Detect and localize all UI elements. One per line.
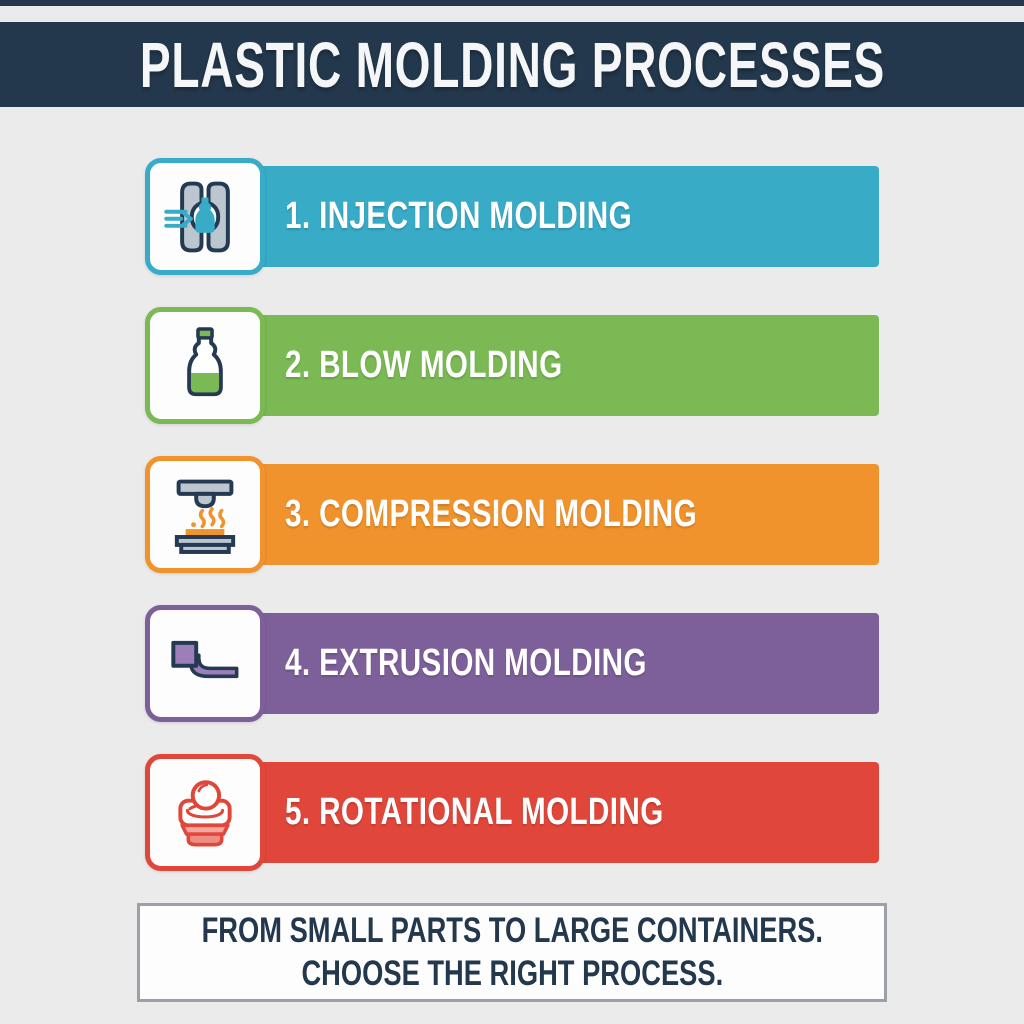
- extrusion-die-icon: [145, 605, 265, 722]
- process-row-extrusion: 4. EXTRUSION MOLDING: [145, 605, 879, 722]
- process-list: 1. INJECTION MOLDING 2. BLOW MOLDING: [0, 158, 1024, 871]
- process-bar: 1. INJECTION MOLDING: [251, 166, 879, 267]
- footer-line-1: FROM SMALL PARTS TO LARGE CONTAINERS.: [201, 910, 823, 950]
- footer-note: FROM SMALL PARTS TO LARGE CONTAINERS. CH…: [137, 903, 887, 1002]
- process-row-blow: 2. BLOW MOLDING: [145, 307, 879, 424]
- process-label: 3. COMPRESSION MOLDING: [285, 493, 698, 535]
- injection-molding-icon: [145, 158, 265, 275]
- top-accent-strip: [0, 0, 1024, 6]
- page-title: PLASTIC MOLDING PROCESSES: [139, 28, 885, 101]
- process-row-compression: 3. COMPRESSION MOLDING: [145, 456, 879, 573]
- header-banner: PLASTIC MOLDING PROCESSES: [0, 22, 1024, 107]
- process-label: 5. ROTATIONAL MOLDING: [285, 791, 664, 833]
- footer-line-2: CHOOSE THE RIGHT PROCESS.: [301, 953, 723, 993]
- process-row-injection: 1. INJECTION MOLDING: [145, 158, 879, 275]
- process-bar: 2. BLOW MOLDING: [251, 315, 879, 416]
- rotational-molding-icon: [145, 754, 265, 871]
- process-label: 4. EXTRUSION MOLDING: [285, 642, 647, 684]
- blow-molding-bottle-icon: [145, 307, 265, 424]
- process-label: 1. INJECTION MOLDING: [285, 195, 633, 237]
- process-label: 2. BLOW MOLDING: [285, 344, 563, 386]
- process-row-rotational: 5. ROTATIONAL MOLDING: [145, 754, 879, 871]
- process-bar: 5. ROTATIONAL MOLDING: [251, 762, 879, 863]
- process-bar: 3. COMPRESSION MOLDING: [251, 464, 879, 565]
- process-bar: 4. EXTRUSION MOLDING: [251, 613, 879, 714]
- compression-press-icon: [145, 456, 265, 573]
